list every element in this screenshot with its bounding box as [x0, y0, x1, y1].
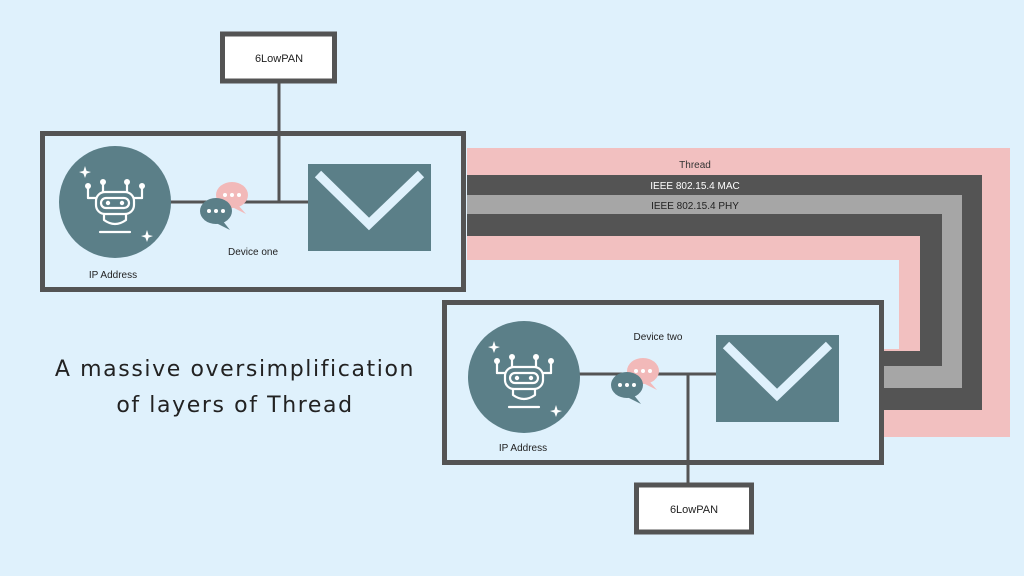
- layer-bands: Thread IEEE 802.15.4 MAC IEEE 802.15.4 P…: [467, 148, 1010, 437]
- device-one-chat-bubble-icon: [200, 182, 248, 230]
- bottom-6lowpan-label: 6LowPAN: [670, 504, 718, 516]
- device-two-ip-label: IP Address: [499, 443, 547, 454]
- device-one-envelope-icon: [308, 164, 431, 251]
- top-6lowpan-label: 6LowPAN: [255, 53, 303, 65]
- caption-line-1: A massive oversimplification: [54, 357, 416, 382]
- phy-layer-label: IEEE 802.15.4 PHY: [651, 201, 739, 212]
- device-two-envelope-icon: [716, 335, 839, 422]
- device-one-name: Device one: [228, 247, 278, 258]
- device-one-frame: IP Address Device one: [40, 131, 466, 292]
- thread-layer-label: Thread: [679, 160, 711, 171]
- device-two-name: Device two: [634, 332, 683, 343]
- top-6lowpan-box: 6LowPAN: [220, 31, 337, 84]
- device-one-robot-icon: [59, 146, 171, 258]
- mac-band: [467, 175, 982, 410]
- device-two-frame: IP Address Device two: [442, 300, 884, 485]
- device-two-chat-bubble-icon: [611, 358, 659, 404]
- sparkle-icon: [79, 166, 91, 178]
- sparkle-icon: [550, 405, 562, 417]
- device-one-ip-label: IP Address: [89, 270, 137, 281]
- sparkle-icon: [141, 230, 153, 242]
- device-two-robot-icon: [468, 321, 580, 433]
- phy-band: [467, 195, 962, 388]
- caption-line-2: of layers of Thread: [116, 393, 354, 418]
- bottom-6lowpan-box: 6LowPAN: [634, 482, 754, 535]
- diagram-caption: A massive oversimplification of layers o…: [40, 352, 430, 424]
- mac-layer-label: IEEE 802.15.4 MAC: [650, 181, 740, 192]
- sparkle-icon: [488, 341, 500, 353]
